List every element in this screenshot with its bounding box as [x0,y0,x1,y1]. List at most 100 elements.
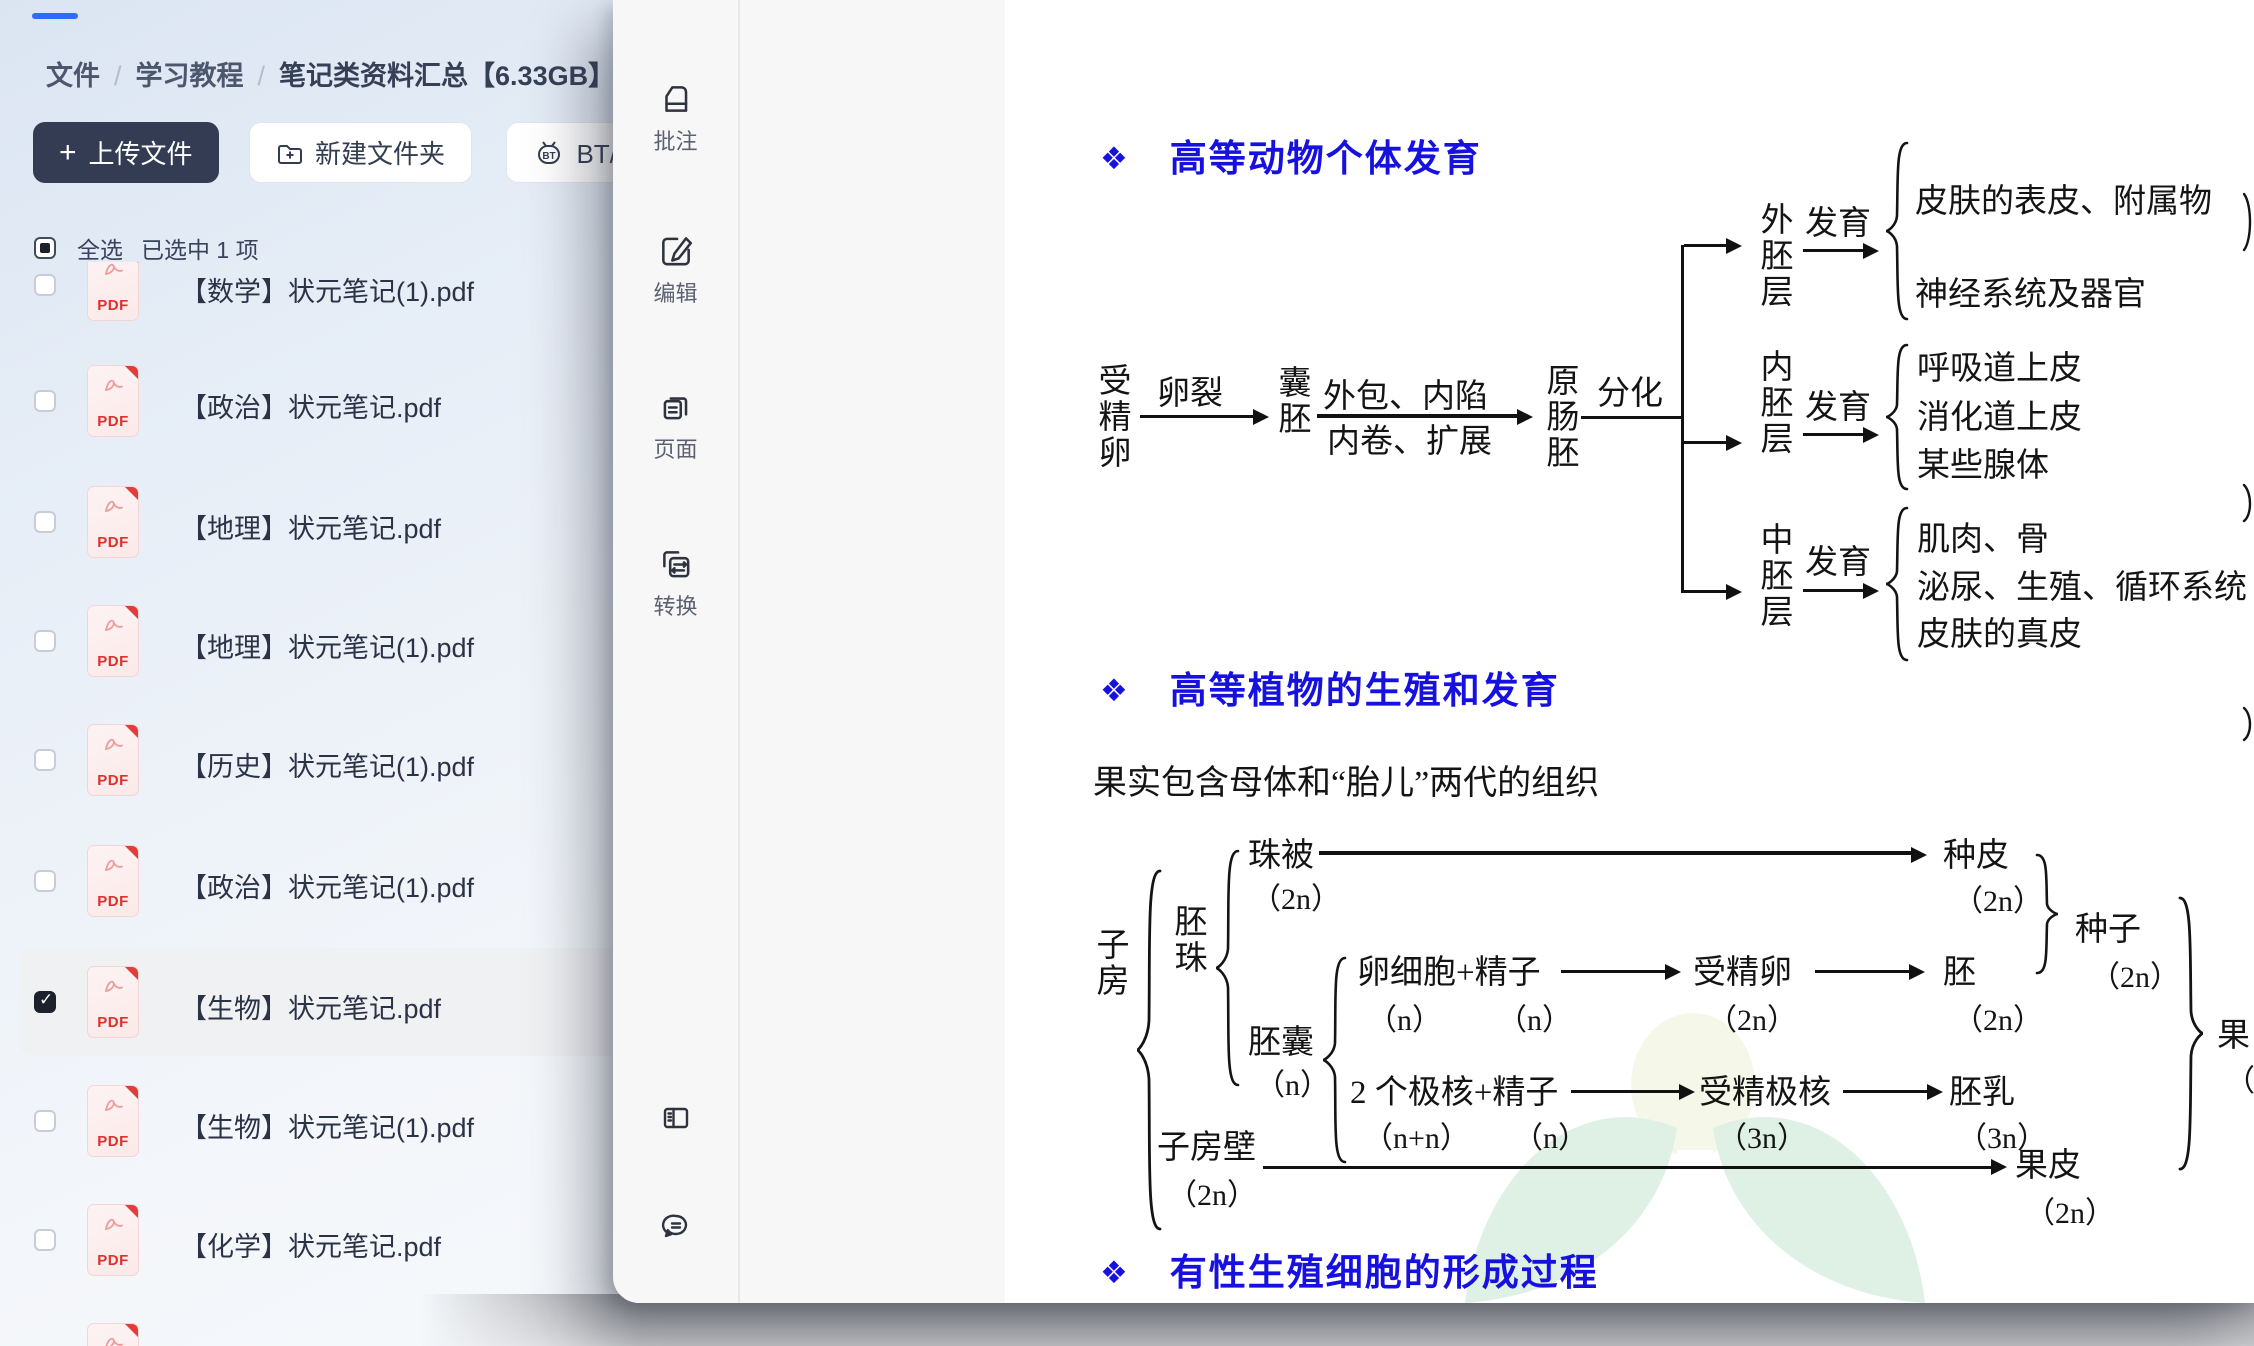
file-list-row[interactable]: PDF 【化学】状元笔记.pdf [20,1186,996,1294]
breadcrumb-tutorials[interactable]: 学习教程 [135,61,244,91]
d2-ovary-wall-ploidy: （2n） [1167,1179,1257,1212]
sidebar-panel-icon [663,1107,688,1129]
diamond-bullet-icon: ❖ [1100,141,1130,176]
pdf-file-icon-label: PDF [97,1014,129,1031]
d1-ectoderm-arrow-head [1863,243,1879,259]
d2-fert-polar: 受精极核 [1699,1075,1831,1111]
acrobat-swirl-icon [104,500,123,513]
file-list-row[interactable]: PDF 【地理】状元笔记.pdf [20,468,996,576]
breadcrumb-separator: / [114,61,122,91]
pdf-file-icon-label: PDF [97,1133,129,1150]
pdf-icon-dog-ear [124,725,138,739]
file-name: 【地理】状元笔记.pdf [180,514,442,544]
upload-file-button[interactable]: + 上传文件 [33,122,219,183]
d2-pericarp-line [1263,1166,1993,1169]
tool-sidebar-toggle[interactable] [613,1100,738,1136]
action-button-row: + 上传文件 新建文件夹 BT BT/磁 [33,122,700,183]
acrobat-swirl-icon [104,619,123,632]
d2-polar-sperm-ploidy: （n） [1513,1122,1588,1155]
selection-bar: 全选 已选中 1 项 [34,236,259,263]
d1-differentiation-label: 分化 [1597,376,1663,412]
d2-integument-ploidy: （2n） [1251,883,1341,916]
file-list-row[interactable]: PDF 【生物】状元笔记(1).pdf [20,1067,996,1175]
d2-zygote: 受精卵 [1693,955,1792,991]
pdf-file-icon-label: PDF [97,297,129,314]
new-folder-button[interactable]: 新建文件夹 [249,122,473,183]
breadcrumb-files[interactable]: 文件 [46,61,100,91]
select-all-label[interactable]: 全选 [77,237,123,263]
tool-annotate[interactable]: 批注 [613,80,738,156]
d1-blastula: 囊 胚 [1278,366,1312,438]
tool-pages[interactable]: 页面 [613,388,738,464]
d2-egg-plus-sperm: 卵细胞+精子 [1357,955,1541,991]
tool-edit[interactable]: 编辑 [613,232,738,308]
file-checkbox[interactable] [34,990,56,1013]
pdf-file-icon-label: PDF [97,534,129,551]
file-checkbox[interactable] [34,274,56,296]
pdf-file-icon: PDF [87,605,139,677]
d2-zygote-ploidy: （2n） [1707,1004,1797,1037]
d2-fert-polar-arrow [1571,1090,1681,1093]
d1-ectoderm-arrow [1803,249,1865,252]
d2-fruit: 果 [2217,1018,2250,1054]
file-name: 【地理】状元笔记(1).pdf [180,633,475,663]
pdf-file-icon: PDF [87,1085,139,1157]
svg-text:BT: BT [543,151,556,162]
file-list-row[interactable]: PDF 【数学】状元笔记(1).pdf [20,262,996,339]
d2-polar-ploidy: （n+n） [1363,1122,1470,1155]
file-checkbox[interactable] [34,749,56,771]
d1-brace-mesoderm [1883,505,1909,663]
pdf-heading-2: ❖高等植物的生殖和发育 [1100,670,1560,711]
file-checkbox[interactable] [34,511,56,533]
acrobat-swirl-icon [104,1218,123,1231]
pdf-file-icon: PDF [87,966,139,1038]
file-list-row[interactable]: PDF 【政治】状元笔记.pdf [20,347,996,455]
file-list-row[interactable]: PDF 【历史】状元笔记(1).pdf [20,706,996,814]
d1-line-to-trunk [1581,416,1682,419]
d2-seed-ploidy: （2n） [2090,961,2180,994]
d2-fruit-paren: （ [2225,1065,2254,1098]
select-all-checkbox[interactable] [34,237,56,259]
d1-arrow2-bottom-label: 内卷、扩展 [1327,424,1492,460]
pdf-heading-3: ❖有性生殖细胞的形成过程 [1100,1252,1599,1293]
file-checkbox[interactable] [34,630,56,652]
file-checkbox[interactable] [34,870,56,892]
fruit-sentence: 果实包含母体和“胎儿”两代的组织 [1093,765,1600,802]
annotate-marker-icon [664,86,687,112]
d1-mesoderm-arrow [1803,589,1865,592]
new-folder-label: 新建文件夹 [315,139,446,169]
d2-egg-ploidy: （n） [1367,1004,1442,1037]
file-checkbox[interactable] [34,1110,56,1132]
d2-embryo-arrow-head [1909,964,1925,980]
tool-comments[interactable] [613,1208,738,1244]
plus-icon: + [59,135,77,169]
d2-embryo-ploidy: （2n） [1953,1004,2043,1037]
file-checkbox[interactable] [34,390,56,412]
selected-count-label: 已选中 1 项 [141,237,259,263]
bt-magnet-icon: BT [538,140,561,164]
tool-convert[interactable]: 转换 [613,545,738,621]
breadcrumb-separator: / [257,61,266,91]
acrobat-swirl-icon [104,379,123,392]
d1-outcome-dermis: 皮肤的真皮 [1917,617,2082,653]
d1-brace-endoderm [1883,342,1909,492]
file-list-row[interactable]: PDF 【政治】状元笔记(1).pdf [20,827,996,935]
file-list-row[interactable] [20,1305,996,1346]
file-list-row[interactable]: PDF 【地理】状元笔记(1).pdf [20,587,996,695]
d1-outcome-glands: 某些腺体 [1917,448,2049,484]
d2-endosperm-ploidy: （3n） [1957,1122,2047,1155]
d2-fert-polar-ploidy: （3n） [1717,1122,1807,1155]
comment-bubble-icon [661,1214,687,1238]
pdf-icon-dog-ear [124,1086,138,1100]
d2-brace-ovary [1133,868,1163,1232]
pdf-heading-1: ❖高等动物个体发育 [1100,138,1482,179]
pdf-file-icon: PDF [87,845,139,917]
d2-endosperm: 胚乳 [1949,1075,2015,1111]
pdf-file-icon-label: PDF [97,413,129,430]
d1-endoderm-process: 发育 [1805,390,1871,426]
pdf-icon-dog-ear [124,366,138,380]
folder-plus-icon [278,144,302,164]
d1-arrow2-line [1317,414,1517,418]
file-checkbox[interactable] [34,1229,56,1251]
